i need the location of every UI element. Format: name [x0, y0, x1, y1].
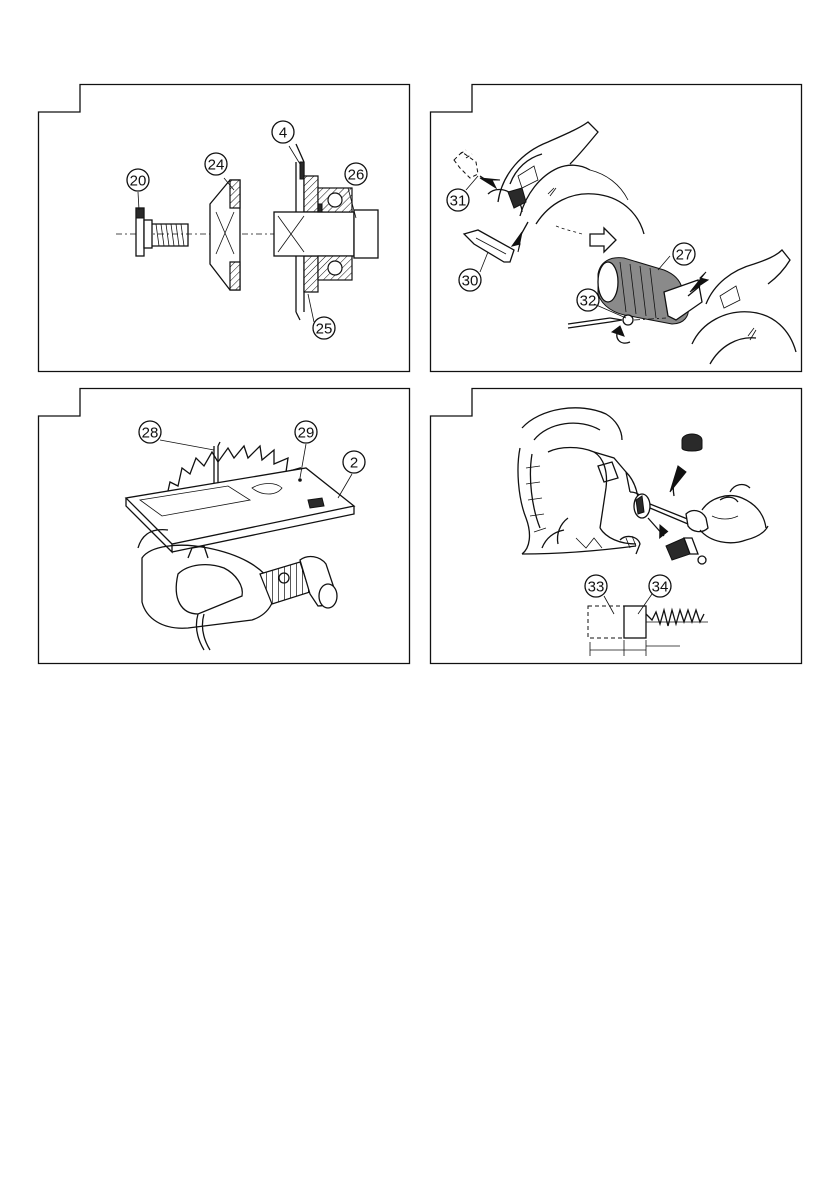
callout-20: 20 [127, 169, 149, 191]
callout-26: 26 [345, 163, 367, 185]
hand-part [700, 485, 768, 543]
hand-part [488, 188, 526, 212]
callout-28-label: 28 [142, 425, 159, 442]
screwdriver-part [568, 315, 666, 343]
brush-cap-part [682, 434, 702, 451]
outer-washer-part [210, 180, 240, 290]
figure-saw-cover-removal: 31 30 27 32 [430, 84, 802, 372]
figure-carbon-brush-replacement: 33 34 [430, 388, 802, 664]
carbon-brush-part [666, 538, 706, 564]
callout-27: 27 [673, 243, 695, 265]
saw-housing-upper [498, 122, 644, 234]
callout-2: 2 [343, 451, 365, 473]
spindle-part [274, 210, 378, 258]
lever-part [454, 150, 478, 178]
screwdriver-part [650, 504, 708, 532]
figure-base-blade-alignment: 28 29 2 [38, 388, 410, 664]
base-plate-part [126, 468, 354, 552]
callout-30-label: 30 [462, 273, 479, 290]
motor-cover-part [598, 258, 702, 324]
callout-34: 34 [649, 575, 671, 597]
figure-exploded-blade-assembly: 20 24 4 26 25 [38, 84, 410, 372]
callout-4: 4 [272, 121, 294, 143]
figure-saw-cover-removal-drawing: 31 30 27 32 [430, 84, 802, 372]
callout-2-label: 2 [350, 455, 358, 472]
callout-30: 30 [459, 269, 481, 291]
callout-34-label: 34 [652, 579, 669, 596]
wrench-part [464, 230, 514, 262]
callout-25: 25 [313, 317, 335, 339]
callout-33: 33 [585, 575, 607, 597]
figure-carbon-brush-replacement-drawing: 33 34 [430, 388, 802, 664]
callout-33-label: 33 [588, 579, 605, 596]
figure-exploded-blade-assembly-drawing: 20 24 4 26 25 [38, 84, 410, 372]
callout-24-label: 24 [208, 157, 225, 174]
callout-25-label: 25 [316, 321, 333, 338]
callout-26-label: 26 [348, 167, 365, 184]
callout-31-label: 31 [450, 193, 467, 210]
callout-24: 24 [205, 153, 227, 175]
bolt-part [136, 208, 188, 256]
callout-31: 31 [447, 189, 469, 211]
callout-20-label: 20 [130, 173, 147, 190]
figure-base-blade-alignment-drawing: 28 29 2 [38, 388, 410, 664]
saw-housing-lower [692, 250, 796, 364]
saw-body-part [518, 408, 650, 554]
arrow-icon [590, 228, 616, 252]
callout-29: 29 [295, 421, 317, 443]
callout-27-label: 27 [676, 247, 693, 264]
figure-frame [431, 389, 802, 664]
callout-4-label: 4 [279, 125, 287, 142]
callout-32-label: 32 [580, 293, 597, 310]
callout-28: 28 [139, 421, 161, 443]
brush-dimension-diagram [588, 606, 708, 656]
callout-32: 32 [577, 289, 599, 311]
callout-29-label: 29 [298, 425, 315, 442]
